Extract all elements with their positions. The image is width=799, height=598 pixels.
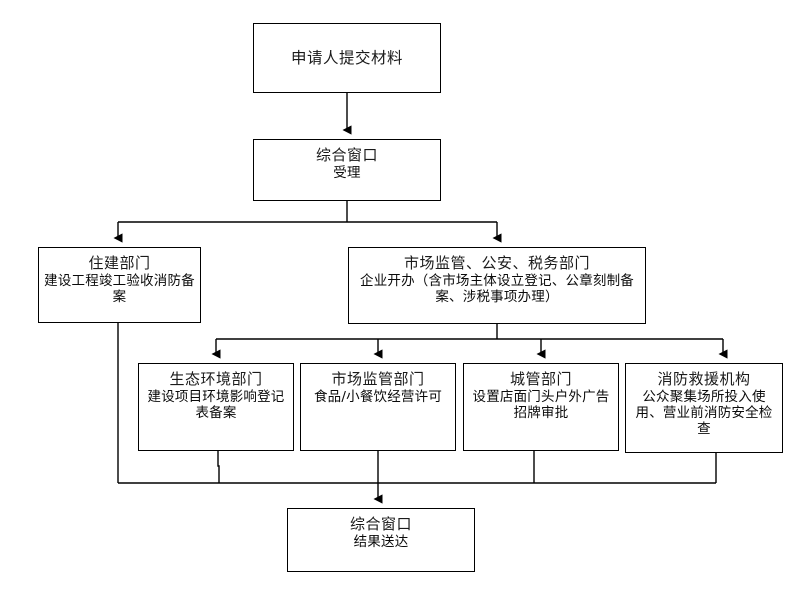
- node-title: 住建部门: [88, 254, 151, 272]
- node-title: 消防救援机构: [657, 370, 751, 388]
- node-desc: 受理: [333, 164, 361, 181]
- node-urban-management-dept[interactable]: 城管部门 设置店面门头户外广告招牌审批: [463, 363, 619, 451]
- node-title: 综合窗口: [349, 515, 412, 533]
- node-desc: 食品/小餐饮经营许可: [313, 388, 443, 405]
- node-title: 生态环境部门: [169, 370, 263, 388]
- node-comprehensive-window-accept[interactable]: 综合窗口 受理: [253, 139, 441, 201]
- node-desc: 公众聚集场所投入使用、营业前消防安全检查: [635, 388, 773, 437]
- edge-eco-down: [217, 451, 220, 483]
- node-housing-construction-dept[interactable]: 住建部门 建设工程竣工验收消防备案: [38, 247, 201, 323]
- node-title: 申请人提交材料: [290, 48, 403, 67]
- node-market-regulation-dept[interactable]: 市场监管部门 食品/小餐饮经营许可: [300, 363, 456, 451]
- node-comprehensive-window-deliver[interactable]: 综合窗口 结果送达: [287, 508, 475, 572]
- node-ecology-environment-dept[interactable]: 生态环境部门 建设项目环境影响登记表备案: [138, 363, 294, 451]
- node-fire-rescue-agency[interactable]: 消防救援机构 公众聚集场所投入使用、营业前消防安全检查: [625, 363, 783, 453]
- node-market-police-tax-dept[interactable]: 市场监管、公安、税务部门 企业开办（含市场主体设立登记、公章刻制备案、涉税事项办…: [348, 247, 646, 324]
- node-title: 城管部门: [509, 370, 572, 388]
- node-desc: 建设工程竣工验收消防备案: [44, 272, 195, 305]
- node-desc: 设置店面门头户外广告招牌审批: [472, 388, 610, 421]
- node-desc: 结果送达: [353, 533, 409, 550]
- node-desc: 建设项目环境影响登记表备案: [147, 388, 285, 421]
- node-title: 市场监管、公安、税务部门: [403, 254, 590, 272]
- node-title: 市场监管部门: [331, 370, 425, 388]
- node-applicant-submit[interactable]: 申请人提交材料: [253, 23, 441, 93]
- node-title: 综合窗口: [315, 146, 378, 164]
- node-desc: 企业开办（含市场主体设立登记、公章刻制备案、涉税事项办理）: [360, 272, 634, 305]
